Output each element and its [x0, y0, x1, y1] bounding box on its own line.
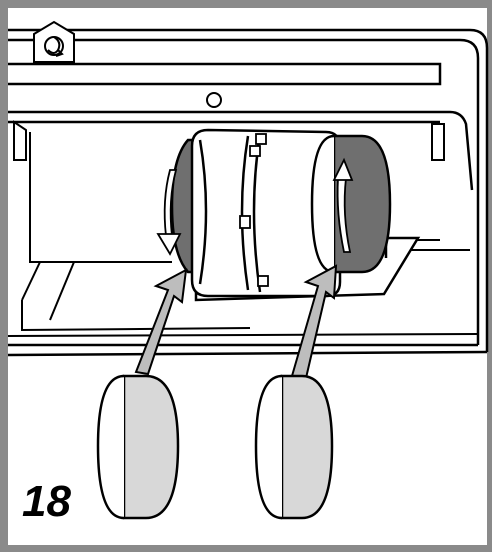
- step-number: 18: [22, 477, 71, 526]
- insert-arrow-right-icon: [290, 264, 338, 380]
- insert-arrow-left-icon: [134, 268, 188, 376]
- screw-hole: [206, 92, 222, 108]
- right-bracket: [431, 123, 445, 161]
- motor-clips: [239, 133, 269, 287]
- loose-filter-left: [96, 374, 180, 520]
- loose-filter-right: [254, 374, 334, 520]
- hood-body: [7, 28, 489, 357]
- installed-right-filter: [310, 134, 392, 274]
- hood-cavity: [7, 239, 479, 337]
- right-rotate-arrow-icon: [332, 157, 354, 253]
- left-rotate-arrow-icon: [156, 169, 182, 256]
- house-fan-icon: [33, 20, 75, 63]
- left-bracket: [13, 120, 40, 263]
